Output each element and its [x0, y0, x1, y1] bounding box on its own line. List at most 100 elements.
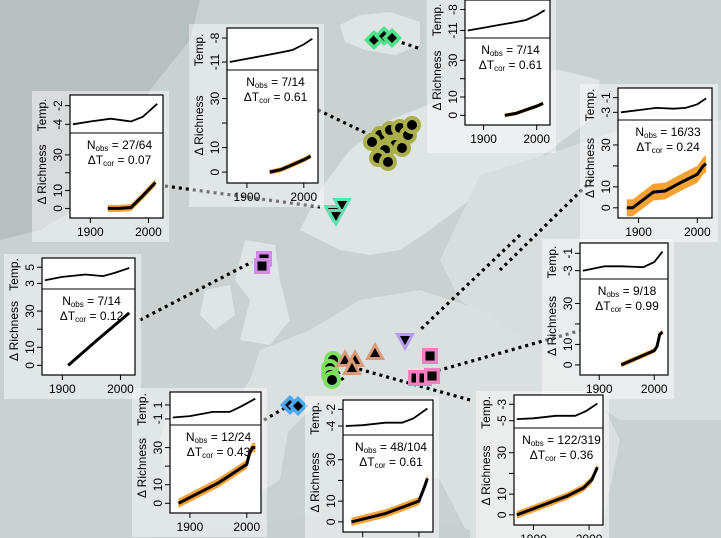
richness-tick-label: 30 [23, 304, 37, 318]
richness-tick-label: 30 [495, 446, 509, 460]
nobs-stat: Nobs = 7/14 [62, 294, 121, 309]
nobs-stat: Nobs = 16/33 [635, 125, 701, 140]
richness-line [351, 477, 429, 524]
richness-tick-label: 10 [51, 184, 65, 198]
richness-tick-label: 10 [23, 340, 37, 354]
richness-tick-label: 0 [51, 205, 65, 212]
richness-tick-label: 30 [561, 296, 575, 310]
temp-axis-label: Temp. [430, 4, 444, 37]
richness-tick-label: 0 [446, 112, 460, 119]
temp-tick-label: -1 [561, 248, 575, 259]
richness-tick-label: 0 [208, 168, 222, 175]
temp-axis-label: Temp. [583, 89, 597, 122]
x-tick-label: 1900 [177, 520, 204, 534]
connector-line-alps-west [328, 359, 347, 384]
richness-tick-label: 30 [51, 148, 65, 162]
nobs-stat: Nobs = 27/64 [87, 138, 153, 153]
x-tick-label: 2000 [290, 190, 317, 204]
temp-tick-label: -8 [208, 32, 222, 43]
richness-tick-label: 30 [208, 92, 222, 106]
x-tick-label: 1900 [586, 382, 613, 396]
connector-line-alps-east [354, 366, 471, 402]
richness-axis-label: Δ Richness [135, 438, 149, 498]
x-tick-label: 2000 [135, 225, 162, 239]
site-marker-scandes-south [332, 198, 352, 216]
connector-line-fennoscandia-east [418, 233, 522, 332]
richness-line [269, 154, 312, 174]
site-marker-carpathians [424, 368, 440, 384]
dtcor-stat: ΔTcor = 0.61 [479, 58, 543, 73]
richness-tick-label: 0 [324, 518, 338, 525]
richness-tick-label: 30 [324, 453, 338, 467]
plot-frame [69, 94, 164, 219]
dtcor-stat: ΔTcor = 0.12 [60, 309, 124, 324]
temp-axis-label: Temp. [308, 402, 322, 435]
connector-line-scotland [139, 260, 253, 322]
richness-tick-label: 10 [324, 494, 338, 508]
richness-tick-label: 10 [495, 487, 509, 501]
richness-tick-label: 10 [446, 90, 460, 104]
ireland-landmass [200, 285, 235, 330]
richness-tick-label: 0 [495, 511, 509, 518]
connector-line-iceland [387, 36, 419, 50]
temp-axis-label: Temp. [35, 99, 49, 132]
richness-axis-label: Δ Richness [479, 445, 493, 505]
x-tick-label: 1900 [470, 132, 497, 146]
nobs-stat: Nobs = 48/104 [355, 440, 427, 455]
dtcor-stat: ΔTcor = 0.61 [359, 455, 423, 470]
temp-tick-label: -2 [51, 100, 65, 111]
x-tick-label: 2000 [641, 382, 668, 396]
richness-confidence-band [621, 329, 663, 368]
britain-landmass [235, 240, 290, 345]
temperature-line [345, 407, 428, 427]
richness-axis-label: Δ Richness [35, 144, 49, 204]
nobs-stat: Nobs = 7/14 [481, 43, 540, 58]
richness-axis-label: Δ Richness [545, 296, 559, 356]
richness-confidence-band [626, 155, 707, 217]
site-marker-pyrenees [288, 396, 308, 416]
temp-tick-label: -4 [324, 420, 338, 431]
connector-line-pyrenees [263, 403, 291, 422]
temperature-line [72, 103, 158, 126]
site-marker-carpathians [422, 348, 438, 364]
x-tick-label: 1900 [625, 225, 652, 239]
temperature-line [172, 397, 256, 419]
temperature-line [44, 267, 130, 282]
site-marker-tatra [395, 333, 415, 351]
site-marker-scandes-north [393, 139, 411, 157]
temperature-line [620, 97, 707, 114]
x-tick-label: 2000 [523, 132, 550, 146]
temp-tick-label: -1 [599, 92, 613, 103]
richness-tick-label: 30 [151, 441, 165, 455]
x-tick-label: 2000 [107, 382, 134, 396]
x-tick-label: 1900 [234, 190, 261, 204]
x-tick-label: 2000 [684, 225, 711, 239]
connector-line-fennoscandia-east [498, 178, 594, 272]
dtcor-stat: ΔTcor = 0.36 [530, 448, 594, 463]
connector-line-scandes-north [317, 108, 371, 137]
temp-tick-label: -11 [446, 22, 460, 39]
temp-axis-label: Temp. [7, 258, 21, 291]
richness-tick-label: 30 [599, 138, 613, 152]
richness-axis-label: Δ Richness [192, 95, 206, 155]
richness-axis-label: Δ Richness [583, 138, 597, 198]
richness-tick-label: 30 [446, 53, 460, 67]
nobs-stat: Nobs = 9/18 [598, 284, 657, 299]
temperature-line [229, 38, 313, 63]
temp-tick-label: -1 [151, 413, 165, 424]
richness-tick-label: 0 [561, 361, 575, 368]
temp-axis-label: Temp. [135, 393, 149, 426]
x-tick-label: 1900 [77, 225, 104, 239]
richness-line [504, 102, 544, 117]
temp-tick-label: -5 [495, 415, 509, 426]
richness-tick-label: 10 [561, 337, 575, 351]
temp-tick-label: 5 [23, 264, 37, 271]
richness-confidence-band [178, 442, 256, 508]
richness-tick-label: 0 [151, 500, 165, 507]
nobs-stat: Nobs = 122/319 [522, 433, 601, 448]
dtcor-stat: ΔTcor = 0.07 [88, 153, 152, 168]
